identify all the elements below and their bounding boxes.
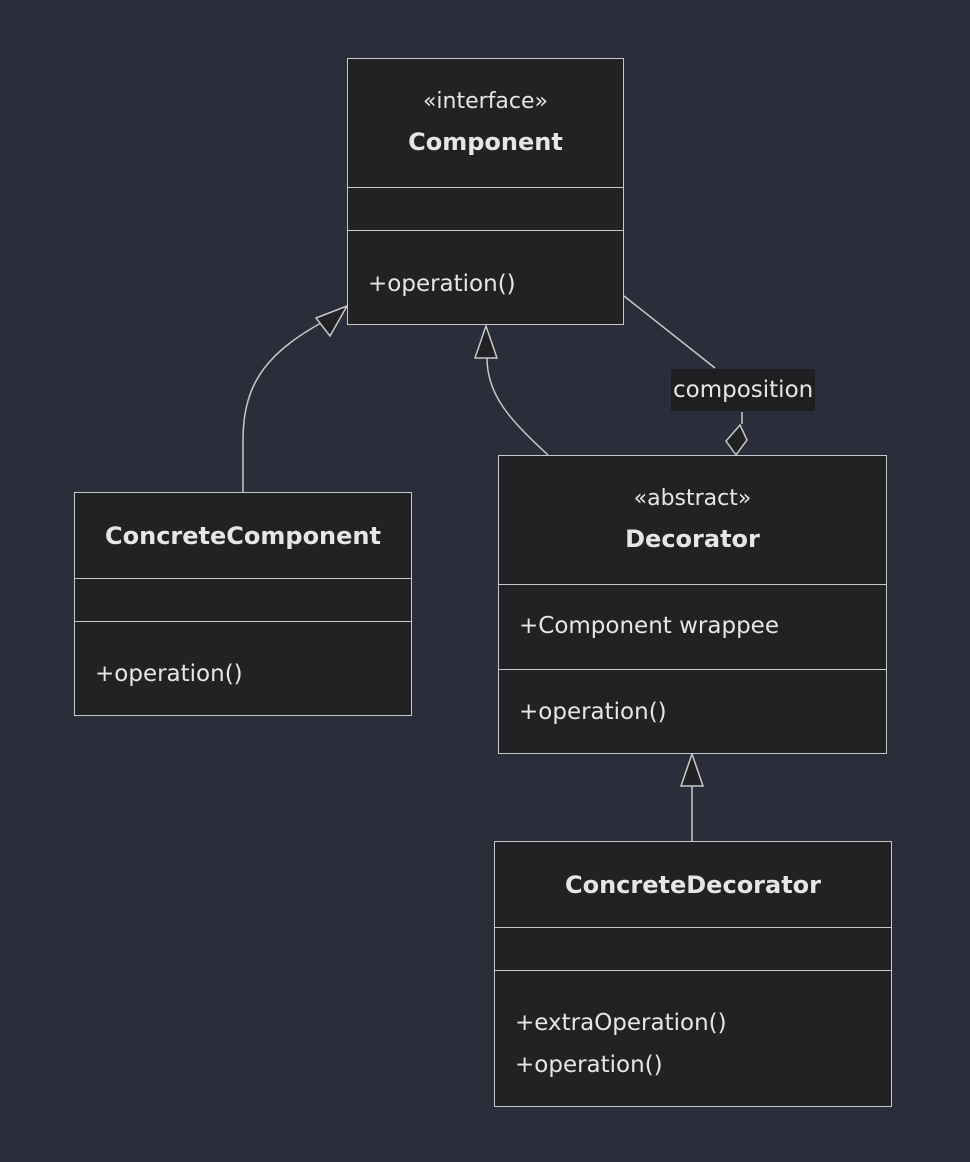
methods-section: +operation(): [348, 230, 623, 326]
class-name: Component: [408, 128, 563, 156]
attributes-section: [495, 927, 891, 970]
class-name: Decorator: [625, 525, 760, 553]
composition-diamond: [725, 423, 748, 457]
attributes-section: [75, 578, 411, 621]
inheritance-arrowhead: [314, 304, 349, 338]
attributes-section: +Component wrappee: [499, 584, 886, 669]
class-concretedecorator[interactable]: ConcreteDecorator +extraOperation() +ope…: [494, 841, 892, 1107]
class-header: «abstract» Decorator: [499, 456, 886, 584]
edge-decorator-inherits-component: [473, 323, 549, 456]
methods-section: +operation(): [499, 669, 886, 755]
class-header: ConcreteDecorator: [495, 842, 891, 927]
method-extraoperation: +extraOperation(): [515, 1010, 727, 1036]
stereotype-label: «interface»: [422, 89, 549, 114]
methods-section: +operation(): [75, 621, 411, 717]
method-operation: +operation(): [515, 1052, 663, 1078]
inheritance-arrowhead: [473, 323, 499, 359]
attribute-wrappee: +Component wrappee: [519, 613, 779, 639]
stereotype-label: «abstract»: [633, 486, 752, 511]
attributes-section: [348, 187, 623, 230]
composition-label: composition: [671, 369, 816, 411]
class-header: ConcreteComponent: [75, 493, 411, 578]
methods-section: +extraOperation() +operation(): [495, 970, 891, 1108]
class-name: ConcreteDecorator: [564, 870, 822, 899]
inheritance-arrowhead: [679, 751, 705, 787]
class-header: «interface» Component: [348, 59, 623, 187]
class-component[interactable]: «interface» Component +operation(): [347, 58, 624, 325]
method-operation: +operation(): [519, 699, 667, 725]
class-name: ConcreteComponent: [105, 521, 381, 550]
edge-component-composition-decorator: [623, 295, 748, 457]
class-concretecomponent[interactable]: ConcreteComponent +operation(): [74, 492, 412, 716]
method-operation: +operation(): [95, 661, 243, 687]
method-operation: +operation(): [368, 271, 516, 297]
class-decorator[interactable]: «abstract» Decorator +Component wrappee …: [498, 455, 887, 754]
edge-concretedecorator-inherits-decorator: [679, 751, 705, 841]
edge-concretecomponent-inherits-component: [242, 304, 349, 492]
